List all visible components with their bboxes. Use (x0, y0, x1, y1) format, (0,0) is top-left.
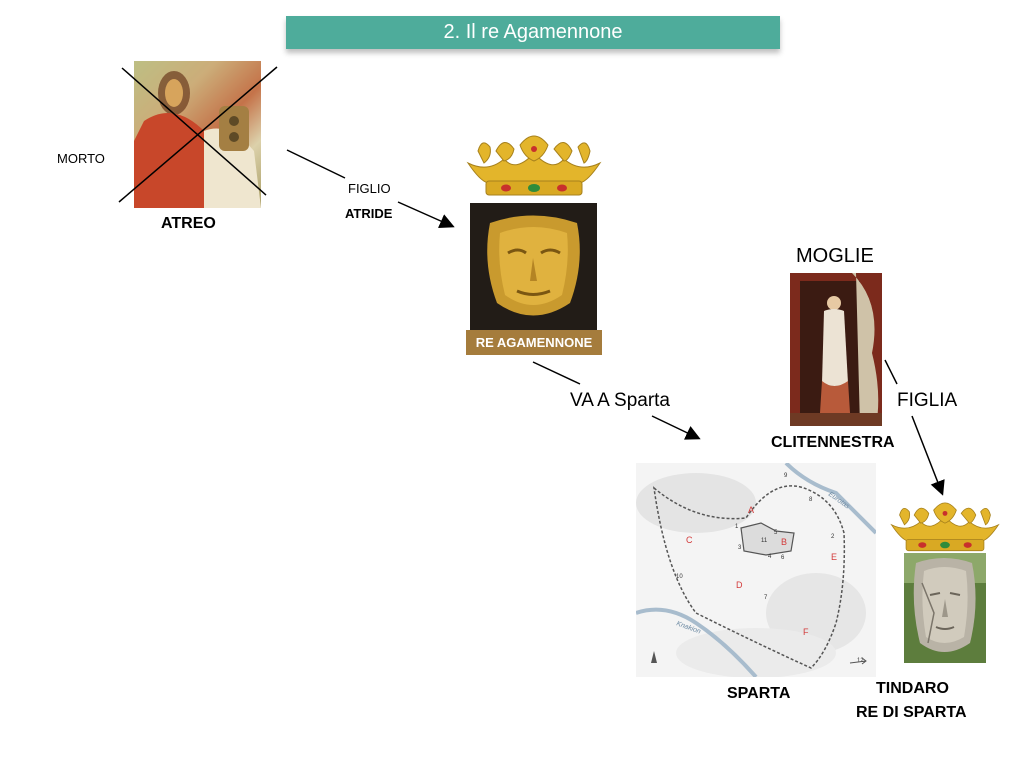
son-relation-label: FIGLIO (348, 181, 391, 196)
map-number-8: 8 (809, 497, 813, 503)
journey-label: VA A Sparta (570, 390, 671, 411)
map-number-7: 7 (764, 595, 768, 601)
agamemnon-mask-image (470, 203, 597, 330)
sparta-name-label: SPARTA (727, 685, 791, 702)
son-arrow-top (286, 149, 346, 179)
map-label-d: D (736, 580, 743, 590)
map-number-1: 1 (735, 524, 739, 530)
map-number-2: 2 (831, 534, 835, 540)
map-label-c: C (686, 535, 693, 545)
tindaro-title-label: RE DI SPARTA (856, 704, 967, 721)
atride-label: ATRIDE (345, 206, 393, 221)
son-arrow (397, 201, 455, 228)
daughter-arrow (911, 415, 945, 496)
journey-arrow-top (532, 361, 581, 385)
map-number-4: 4 (768, 554, 772, 560)
map-number-3: 3 (738, 545, 742, 551)
clytemnestra-painting (790, 273, 882, 426)
map-number-12: 12 (857, 658, 864, 664)
map-label-a: A (748, 505, 754, 515)
clytemnestra-name-label: CLITENNESTRA (771, 434, 895, 451)
wife-relation-label: MOGLIE (796, 245, 874, 267)
agamemnon-crown-icon (466, 135, 602, 196)
daughter-relation-label: FIGLIA (897, 390, 958, 411)
agamemnon-name-banner: RE AGAMENNONE (466, 330, 602, 355)
map-number-5: 5 (774, 530, 778, 536)
map-label-b: B (781, 537, 787, 547)
slide-title: 2. Il re Agamennone (286, 16, 780, 49)
map-label-e: E (831, 552, 837, 562)
tindaro-name-label: TINDARO (876, 680, 949, 697)
map-number-6: 6 (781, 555, 785, 561)
atreo-name-label: ATREO (161, 215, 216, 232)
map-scale-arrow-icon (849, 657, 867, 665)
map-number-11: 11 (761, 538, 768, 544)
map-north-arrow-icon (651, 651, 657, 663)
map-number-10: 10 (676, 574, 683, 580)
journey-arrow (651, 415, 701, 440)
tindaro-statue-image (904, 553, 986, 663)
tindaro-crown-icon (890, 502, 1000, 552)
map-number-9: 9 (784, 473, 788, 479)
sparta-map: A B C D E F 1 2 3 4 5 6 7 8 9 10 11 12 E… (636, 463, 876, 677)
atreo-status-label: MORTO (57, 151, 105, 166)
daughter-arrow-top (884, 359, 898, 385)
map-label-f: F (803, 627, 809, 637)
